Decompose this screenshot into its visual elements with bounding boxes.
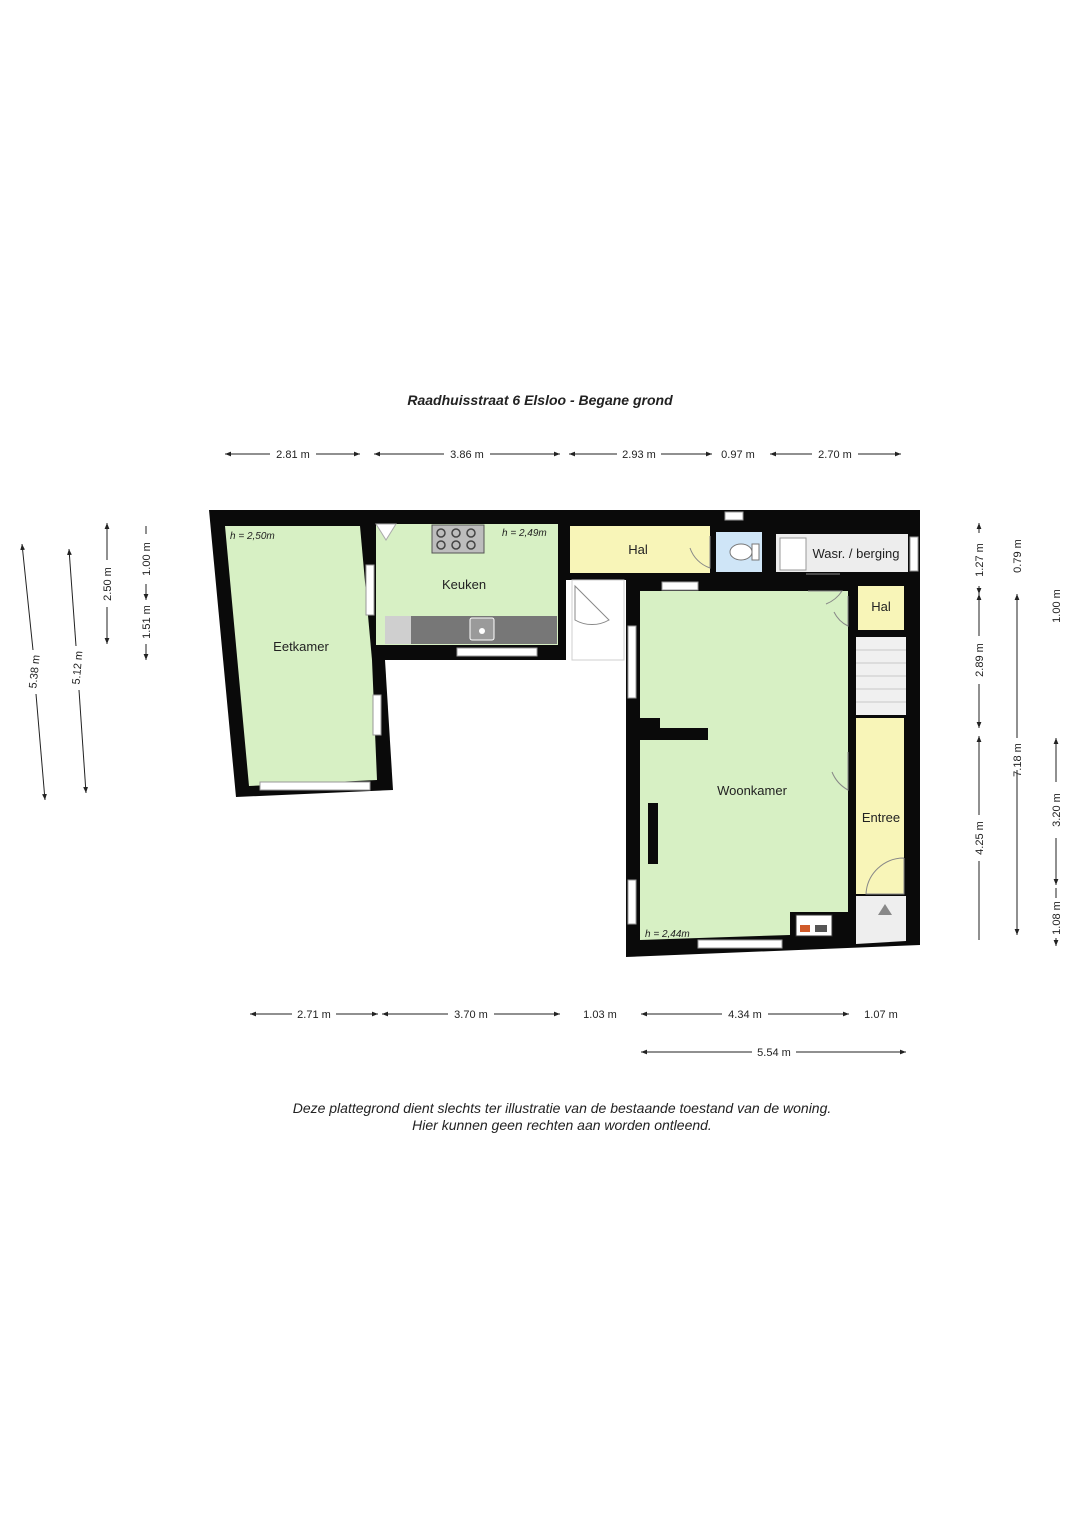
dim-bottom-2: 3.70 m <box>454 1009 488 1021</box>
height-eetkamer: h = 2,50m <box>230 531 275 542</box>
window-eetkamer-bottom <box>259 781 371 791</box>
windows <box>259 511 919 949</box>
room-labels: Eetkamer Keuken Hal Wasr. / berging Hal … <box>230 528 900 940</box>
window-keuken-bottom <box>456 647 538 657</box>
washer-icon <box>779 537 807 571</box>
label-hal-top: Hal <box>628 542 648 557</box>
floor-woonkamer <box>640 591 848 940</box>
dimension-lines <box>20 451 1059 1055</box>
window-keuken-left <box>365 564 375 616</box>
label-woonkamer: Woonkamer <box>717 783 788 798</box>
door-woonkamer-hal <box>833 596 849 627</box>
dim-top-2: 3.86 m <box>450 449 484 461</box>
sink-drain-icon <box>479 628 485 634</box>
window-top-1 <box>724 511 744 521</box>
dim-left-5: 1.51 m <box>141 605 153 639</box>
dim-right-7: 3.20 m <box>1051 793 1063 827</box>
door-woonkamer-entree <box>831 752 849 791</box>
dim-top-4: 0.97 m <box>721 449 755 461</box>
dim-right-5: 7.18 m <box>1012 743 1024 777</box>
dim-top-3: 2.93 m <box>622 449 656 461</box>
floor-entree-step <box>856 896 906 944</box>
dim-right-3: 2.89 m <box>974 643 986 677</box>
dim-bottom-5: 1.07 m <box>864 1009 898 1021</box>
dim-left-2: 5.12 m <box>71 650 86 685</box>
label-entree: Entree <box>862 810 900 825</box>
door-keuken-passage <box>574 584 610 626</box>
window-eetkamer-right <box>372 694 382 736</box>
dim-left-4: 1.00 m <box>141 542 153 576</box>
door-front-entree <box>865 857 905 895</box>
dim-left-3: 2.50 m <box>102 567 114 601</box>
stove-burners-icon <box>436 528 476 550</box>
dim-left-1: 5.38 m <box>27 654 42 689</box>
dim-bottom-4: 4.34 m <box>728 1009 762 1021</box>
label-eetkamer: Eetkamer <box>273 639 329 654</box>
door-hal-toilet <box>689 536 711 569</box>
floor-entree <box>856 718 904 894</box>
dim-right-8: 1.08 m <box>1051 901 1063 935</box>
floor-passage <box>571 579 625 661</box>
floor-hal-right <box>858 586 904 630</box>
window-woonkamer-bottom <box>697 939 783 949</box>
keuken-corner-icon <box>375 523 397 541</box>
dim-top-1: 2.81 m <box>276 449 310 461</box>
toilet-icon <box>729 543 753 561</box>
floor-eetkamer <box>225 526 377 786</box>
dim-right-1: 1.27 m <box>974 543 986 577</box>
label-wasr: Wasr. / berging <box>813 546 900 561</box>
dim-bottom-total: 5.54 m <box>757 1047 791 1059</box>
dim-right-6: 4.25 m <box>974 821 986 855</box>
door-woonkamer-top <box>808 590 843 605</box>
disclaimer: Deze plattegrond dient slechts ter illus… <box>0 1100 1080 1134</box>
dimension-labels: 2.81 m 3.86 m 2.93 m 0.97 m 2.70 m 2.71 … <box>27 449 1063 1059</box>
disclaimer-line-1: Deze plattegrond dient slechts ter illus… <box>292 1100 832 1116</box>
window-woonkamer-left-1 <box>627 625 637 699</box>
woodstove-fire-icon <box>800 925 810 932</box>
fixtures <box>375 523 906 937</box>
disclaimer-line-2: Hier kunnen geen rechten aan worden ontl… <box>412 1117 712 1133</box>
window-woonkamer-left-2 <box>627 879 637 925</box>
label-keuken: Keuken <box>442 577 486 592</box>
dim-bottom-3: 1.03 m <box>583 1009 617 1021</box>
window-wasr-right <box>909 536 919 572</box>
plan-title: Raadhuisstraat 6 Elsloo - Begane grond <box>407 392 673 408</box>
dim-top-5: 2.70 m <box>818 449 852 461</box>
stairs-treads <box>856 649 906 703</box>
dim-bottom-1: 2.71 m <box>297 1009 331 1021</box>
height-woonkamer: h = 2,44m <box>645 929 690 940</box>
doors <box>574 536 905 895</box>
kitchen-counter-end <box>385 616 411 644</box>
fireplace-icon <box>648 803 658 864</box>
window-hal-opening <box>661 581 699 591</box>
room-floors <box>225 524 908 944</box>
woodstove-grate-icon <box>815 925 827 932</box>
floor-hal-top <box>570 526 710 573</box>
stairs-arrow-icon <box>878 904 892 915</box>
dim-right-4: 1.00 m <box>1051 589 1063 623</box>
height-keuken: h = 2,49m <box>502 528 547 539</box>
toilet-tank-icon <box>751 543 760 561</box>
dim-right-2: 0.79 m <box>1012 539 1024 573</box>
label-hal-right: Hal <box>871 599 891 614</box>
